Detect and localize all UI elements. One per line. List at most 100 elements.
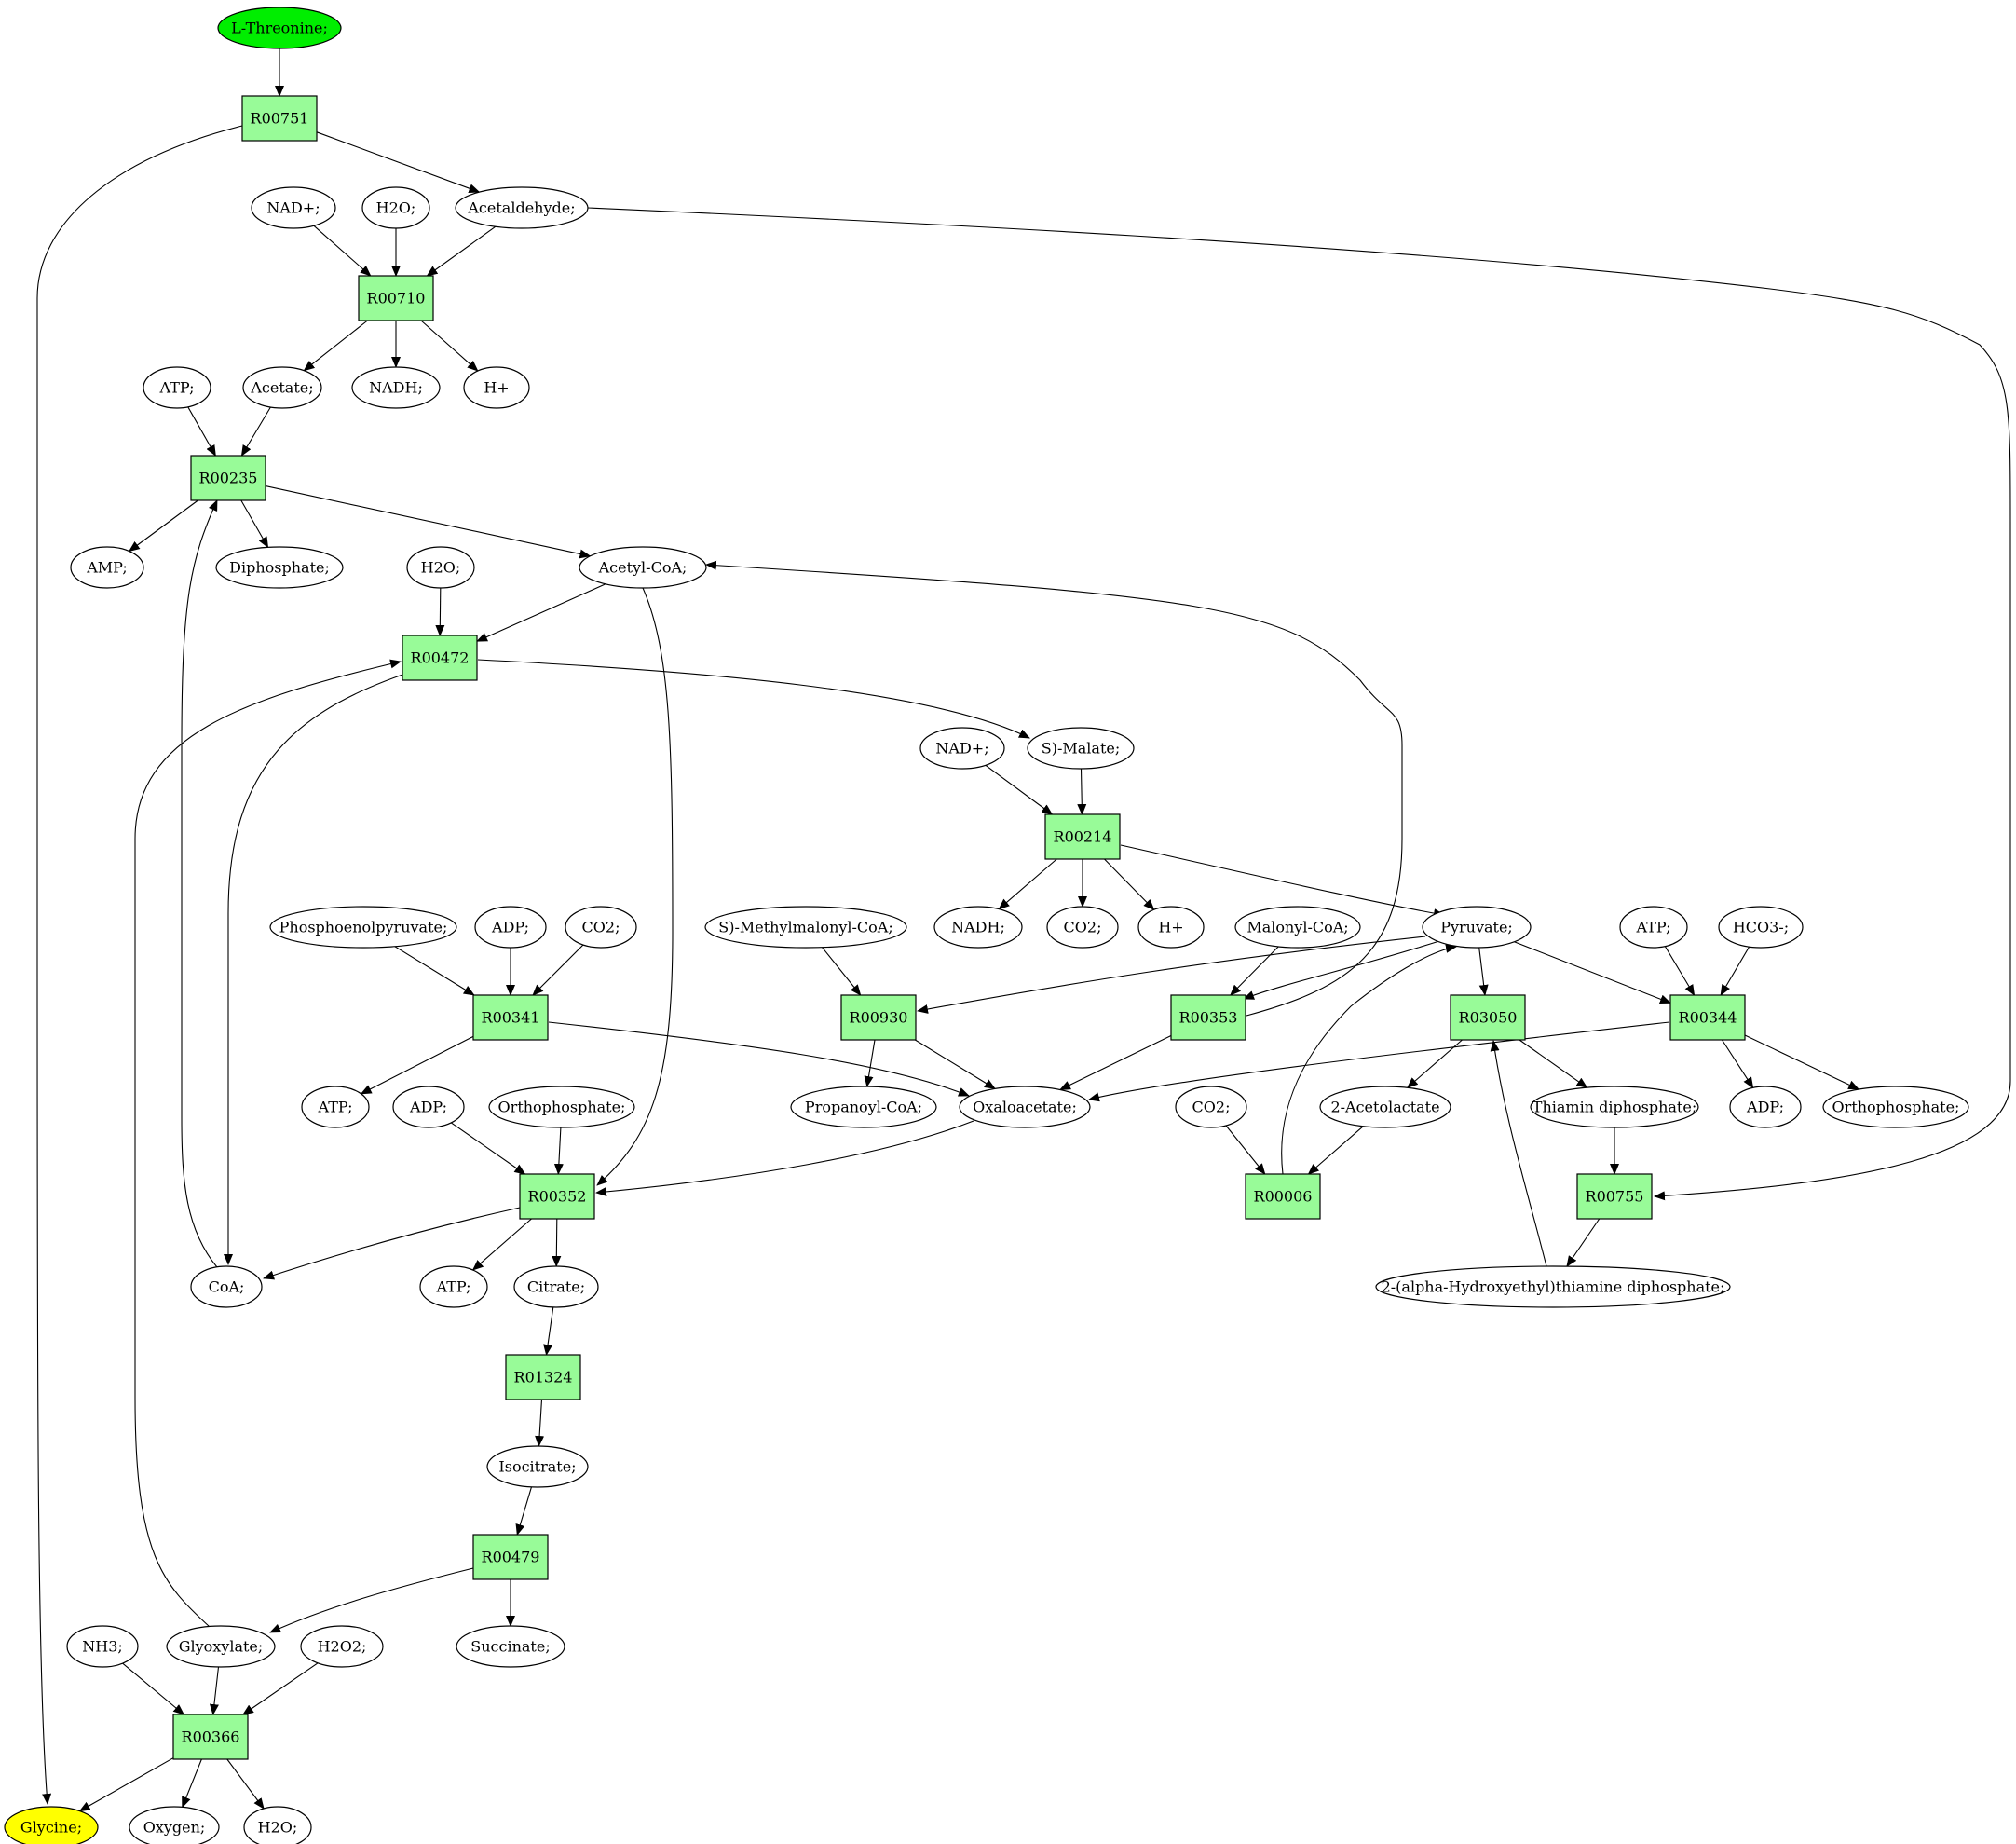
compound-node-isocitrate[interactable]: Isocitrate; — [486, 1445, 589, 1488]
compound-node-acetaldehyde[interactable]: Acetaldehyde; — [455, 186, 589, 229]
edge-coa-to-r00235 — [181, 499, 218, 1268]
compound-node-hplus_1[interactable]: H+ — [463, 366, 530, 409]
compound-node-h2o2[interactable]: H2O2; — [300, 1625, 384, 1668]
node-shape — [1170, 994, 1246, 1041]
node-label: Glyoxylate; — [179, 1638, 264, 1656]
reaction-node-r00353[interactable]: R00353 — [1170, 994, 1246, 1041]
compound-node-amp[interactable]: AMP; — [70, 546, 144, 589]
node-shape — [579, 546, 707, 589]
edge-pyruvate-to-r00930 — [917, 936, 1426, 1014]
node-label: CoA; — [209, 1278, 245, 1296]
edge-layer — [36, 48, 2011, 1812]
compound-node-nadh_1[interactable]: NADH; — [351, 366, 441, 409]
compound-node-coa[interactable]: CoA; — [190, 1265, 263, 1308]
reaction-node-r00479[interactable]: R00479 — [472, 1534, 549, 1580]
node-label: Isocitrate; — [498, 1458, 576, 1476]
compound-node-atp_3[interactable]: ATP; — [1619, 906, 1688, 949]
node-label: S)-Methylmalonyl-CoA; — [718, 919, 893, 936]
compound-node-pyruvate[interactable]: Pyruvate; — [1422, 906, 1532, 949]
compound-node-h2o_2[interactable]: H2O; — [406, 546, 475, 589]
compound-node-succinate[interactable]: Succinate; — [456, 1625, 565, 1668]
compound-node-propanoyl_coa[interactable]: Propanoyl-CoA; — [790, 1086, 937, 1128]
compound-node-atp_1[interactable]: ATP; — [143, 366, 211, 409]
compound-node-glycine[interactable]: Glycine; — [4, 1806, 99, 1844]
edge-r00352-to-coa — [263, 1207, 521, 1280]
reaction-node-r01324[interactable]: R01324 — [505, 1354, 581, 1400]
compound-node-adp_3[interactable]: ADP; — [1729, 1086, 1802, 1128]
node-shape — [1234, 906, 1361, 949]
node-label: NH3; — [82, 1638, 123, 1656]
compound-node-nad_2[interactable]: NAD+; — [919, 727, 1005, 770]
node-shape — [1729, 1086, 1802, 1128]
node-label: ADP; — [491, 919, 529, 936]
edge-pyruvate-to-r00344 — [1514, 941, 1671, 1004]
reaction-node-r00235[interactable]: R00235 — [190, 455, 266, 501]
compound-node-hydroxyethyl_tdp[interactable]: 2-(alpha-Hydroxyethyl)thiamine diphospha… — [1375, 1265, 1731, 1308]
node-shape — [361, 186, 430, 229]
compound-node-nh3[interactable]: NH3; — [66, 1625, 139, 1668]
compound-node-adp_2[interactable]: ADP; — [392, 1086, 465, 1128]
compound-node-citrate[interactable]: Citrate; — [513, 1265, 599, 1308]
node-label: Orthophosphate; — [1832, 1099, 1960, 1116]
reaction-node-r00751[interactable]: R00751 — [241, 95, 318, 142]
node-shape — [358, 275, 434, 321]
reaction-node-r00352[interactable]: R00352 — [519, 1173, 595, 1220]
node-label: R00341 — [482, 1009, 540, 1027]
node-shape — [392, 1086, 465, 1128]
compound-node-l_threonine[interactable]: L-Threonine; — [217, 7, 342, 49]
reaction-node-r00366[interactable]: R00366 — [172, 1714, 249, 1760]
compound-node-nad_1[interactable]: NAD+; — [251, 186, 336, 229]
compound-node-atp_2[interactable]: ATP; — [301, 1086, 370, 1128]
edge-r00352-to-citrate — [552, 1218, 562, 1267]
compound-node-oxaloacetate[interactable]: Oxaloacetate; — [959, 1086, 1091, 1128]
node-shape — [166, 1625, 276, 1668]
compound-node-atp_4[interactable]: ATP; — [419, 1265, 488, 1308]
reaction-node-r00344[interactable]: R00344 — [1669, 994, 1746, 1041]
compound-node-nadh_2[interactable]: NADH; — [933, 906, 1023, 949]
compound-node-adp_1[interactable]: ADP; — [474, 906, 547, 949]
compound-node-thiamin_dp[interactable]: Thiamin diphosphate; — [1530, 1086, 1699, 1128]
compound-node-oxygen[interactable]: Oxygen; — [129, 1806, 220, 1844]
reaction-node-r00930[interactable]: R00930 — [840, 994, 917, 1041]
compound-node-pep[interactable]: Phosphoenolpyruvate; — [269, 906, 457, 949]
compound-node-glyoxylate[interactable]: Glyoxylate; — [166, 1625, 276, 1668]
node-label: R00352 — [528, 1188, 587, 1206]
reaction-node-r00214[interactable]: R00214 — [1044, 813, 1121, 860]
node-shape — [1319, 1086, 1451, 1128]
compound-node-h2o_1[interactable]: H2O; — [361, 186, 430, 229]
compound-node-orthophosphate_2[interactable]: Orthophosphate; — [1822, 1086, 1969, 1128]
compound-node-hco3[interactable]: HCO3-; — [1718, 906, 1804, 949]
compound-node-orthophosphate_1[interactable]: Orthophosphate; — [488, 1086, 635, 1128]
compound-node-acetyl_coa[interactable]: Acetyl-CoA; — [579, 546, 707, 589]
compound-node-acetate[interactable]: Acetate; — [242, 366, 322, 409]
node-label: R00353 — [1179, 1009, 1238, 1027]
compound-node-s_malate[interactable]: S)-Malate; — [1027, 727, 1135, 770]
compound-node-diphosphate[interactable]: Diphosphate; — [215, 546, 344, 589]
edge-pyruvate-to-r03050 — [1478, 947, 1489, 996]
reaction-node-r03050[interactable]: R03050 — [1450, 994, 1526, 1041]
edge-pyruvate-to-r00353 — [1243, 940, 1440, 1000]
compound-node-methylmalonyl[interactable]: S)-Methylmalonyl-CoA; — [704, 906, 907, 949]
node-label: R00344 — [1679, 1009, 1737, 1027]
edge-r00353-to-acetyl_coa — [705, 560, 1403, 1017]
reaction-node-r00710[interactable]: R00710 — [358, 275, 434, 321]
compound-node-co2_2[interactable]: CO2; — [1046, 906, 1119, 949]
node-label: R00930 — [850, 1009, 908, 1027]
compound-node-h2o_3[interactable]: H2O; — [243, 1806, 312, 1844]
reaction-node-r00341[interactable]: R00341 — [472, 994, 549, 1041]
compound-node-co2_1[interactable]: CO2; — [565, 906, 637, 949]
compound-node-hplus_2[interactable]: H+ — [1137, 906, 1205, 949]
compound-node-co2_3[interactable]: CO2; — [1175, 1086, 1247, 1128]
node-label: HCO3-; — [1733, 919, 1789, 936]
reaction-node-r00755[interactable]: R00755 — [1576, 1173, 1653, 1220]
node-label: H2O; — [421, 559, 461, 577]
node-shape — [300, 1625, 384, 1668]
compound-node-malonyl_coa[interactable]: Malonyl-CoA; — [1234, 906, 1361, 949]
node-shape — [1044, 813, 1121, 860]
reaction-node-r00472[interactable]: R00472 — [402, 635, 478, 681]
compound-node-acetolactate[interactable]: 2-Acetolactate — [1319, 1086, 1451, 1128]
node-label: R00710 — [367, 290, 426, 307]
node-label: R00472 — [411, 649, 470, 667]
reaction-node-r00006[interactable]: R00006 — [1245, 1173, 1321, 1220]
node-label: ATP; — [318, 1099, 353, 1116]
